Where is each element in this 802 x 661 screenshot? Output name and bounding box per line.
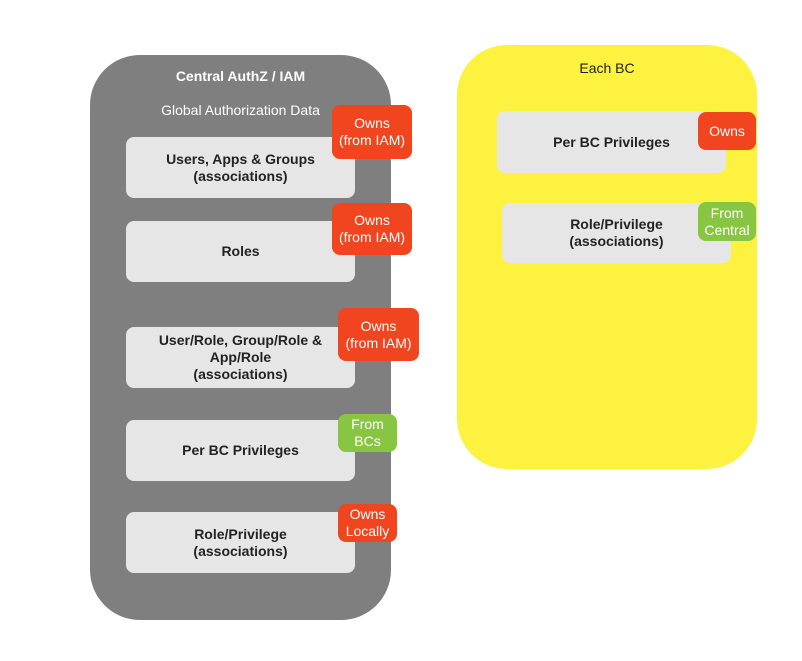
central-authz-title: Central AuthZ / IAM xyxy=(175,68,306,84)
owns-from-iam-badge: Owns (from IAM) xyxy=(332,203,412,255)
owns-from-iam-badge: Owns (from IAM) xyxy=(332,105,412,159)
bc-per-bc-privileges-label: Per BC Privileges xyxy=(553,133,670,150)
per-bc-privileges-box: Per BC Privileges xyxy=(126,420,355,481)
roles-box: Roles xyxy=(126,221,355,282)
role-privilege-label: Role/Privilege (associations) xyxy=(193,525,288,559)
users-apps-groups-box: Users, Apps & Groups (associations) xyxy=(126,137,355,198)
from-central-badge: From Central xyxy=(698,202,756,241)
per-bc-privileges-label: Per BC Privileges xyxy=(182,442,299,458)
roles-label: Roles xyxy=(221,243,260,259)
role-privilege-box: Role/Privilege (associations) xyxy=(126,512,355,573)
user-role-associations-label: User/Role, Group/Role & App/Role (associ… xyxy=(158,332,323,382)
owns-locally-badge: Owns Locally xyxy=(338,504,397,542)
users-apps-groups-label: Users, Apps & Groups (associations) xyxy=(166,150,315,184)
bc-role-privilege-label: Role/Privilege (associations) xyxy=(569,216,664,249)
bc-per-bc-privileges-box: Per BC Privileges xyxy=(497,111,726,173)
each-bc-title: Each BC xyxy=(579,60,635,76)
from-bcs-badge: From BCs xyxy=(338,414,397,452)
central-authz-subtitle: Global Authorization Data xyxy=(161,102,320,118)
bc-role-privilege-box: Role/Privilege (associations) xyxy=(502,203,731,263)
owns-badge: Owns xyxy=(698,112,756,150)
owns-from-iam-badge: Owns (from IAM) xyxy=(338,308,419,361)
user-role-associations-box: User/Role, Group/Role & App/Role (associ… xyxy=(126,327,355,388)
